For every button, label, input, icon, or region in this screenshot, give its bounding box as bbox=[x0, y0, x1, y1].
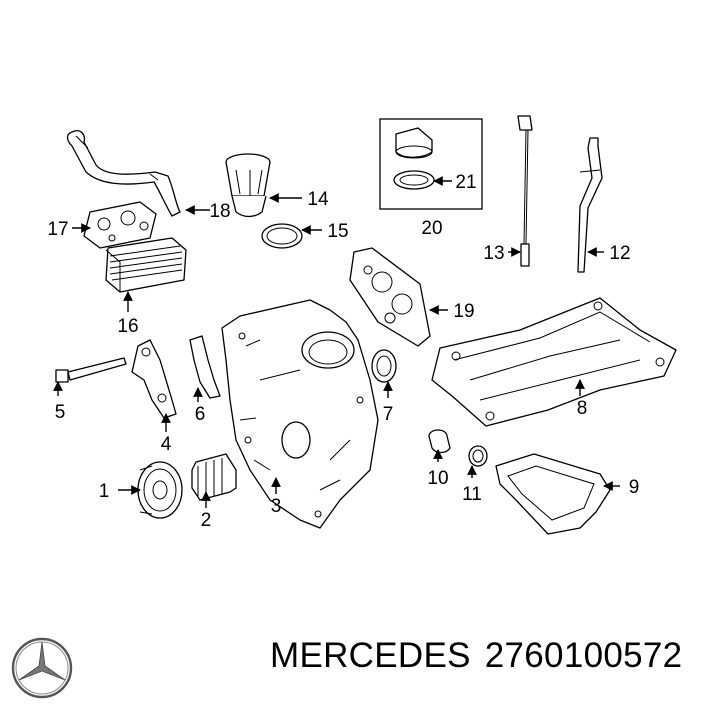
part-filler-cap-assembly bbox=[379, 118, 483, 210]
part-seal-ring-15 bbox=[261, 223, 303, 249]
part-number: 2760100572 bbox=[484, 636, 683, 675]
callout-19: 19 bbox=[453, 301, 474, 322]
callout-7: 7 bbox=[383, 404, 394, 425]
callout-1: 1 bbox=[99, 481, 110, 502]
brand-line: MERCEDES 2760100572 bbox=[270, 636, 696, 676]
leader-lines bbox=[53, 176, 620, 508]
callout-4: 4 bbox=[161, 434, 172, 455]
part-timing-cover bbox=[221, 299, 379, 529]
brand-name: MERCEDES bbox=[270, 636, 471, 675]
part-crank-seal bbox=[371, 349, 397, 383]
callout-21: 21 bbox=[455, 172, 476, 193]
part-cover-gasket-19 bbox=[349, 247, 431, 347]
callout-11: 11 bbox=[462, 484, 482, 505]
callout-3: 3 bbox=[271, 496, 282, 517]
callout-16: 16 bbox=[117, 316, 138, 337]
part-drain-plug bbox=[428, 429, 451, 454]
part-oil-cooler bbox=[105, 237, 187, 293]
part-pulley bbox=[137, 461, 183, 519]
callout-10: 10 bbox=[427, 468, 448, 489]
callout-2: 2 bbox=[201, 510, 212, 531]
part-damper bbox=[191, 453, 237, 501]
callout-8: 8 bbox=[577, 398, 588, 419]
part-oil-filter-housing bbox=[225, 153, 271, 218]
callout-13: 13 bbox=[483, 243, 504, 264]
part-washer bbox=[468, 445, 488, 467]
callout-17: 17 bbox=[47, 219, 68, 240]
callout-12: 12 bbox=[609, 243, 630, 264]
callout-15: 15 bbox=[327, 221, 348, 242]
callout-5: 5 bbox=[55, 402, 66, 423]
part-oil-hose bbox=[66, 130, 181, 217]
callout-20: 20 bbox=[421, 218, 442, 239]
part-oil-pan-upper bbox=[431, 297, 677, 427]
part-gasket-17 bbox=[83, 201, 157, 249]
callout-14: 14 bbox=[307, 189, 329, 210]
part-bolt bbox=[55, 357, 127, 383]
callout-6: 6 bbox=[195, 404, 206, 425]
mercedes-star-icon bbox=[11, 637, 73, 699]
part-dipstick-tube bbox=[577, 137, 603, 273]
part-tensioner bbox=[131, 339, 177, 419]
callout-18: 18 bbox=[209, 201, 230, 222]
part-guide-rail bbox=[189, 335, 221, 399]
part-dipstick bbox=[517, 115, 533, 267]
part-oil-pan-lower bbox=[495, 453, 611, 535]
callout-9: 9 bbox=[629, 477, 640, 498]
